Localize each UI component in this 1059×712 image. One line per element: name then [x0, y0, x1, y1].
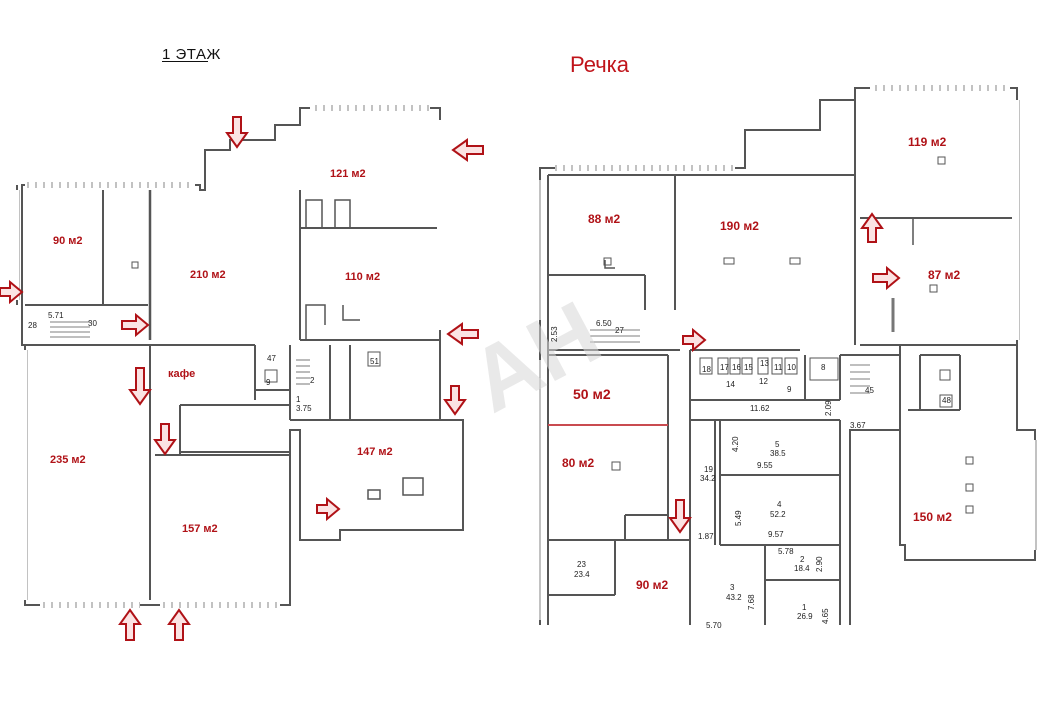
- dimension-label: 9.57: [768, 530, 784, 539]
- dimension-label: 52.2: [770, 510, 786, 519]
- dimension-label: 9.55: [757, 461, 773, 470]
- dimension-label: 13: [760, 359, 769, 368]
- arrow-up-icon: [118, 608, 142, 641]
- dimension-label: 34.2: [700, 474, 716, 483]
- arrow-down-icon: [443, 385, 467, 416]
- dimension-label: 7.68: [747, 594, 756, 610]
- arrow-down-icon: [128, 367, 152, 406]
- dimension-label: 2.09: [824, 400, 833, 416]
- dimension-label: 48: [942, 396, 951, 405]
- dimension-label: 3.75: [296, 404, 312, 413]
- dimension-label: 27: [615, 326, 624, 335]
- arrow-left-icon: [451, 138, 484, 162]
- dimension-label: 16: [732, 363, 741, 372]
- dimension-label: 18.4: [794, 564, 810, 573]
- right-room-labels: 88 м2 190 м2 119 м2 87 м2 50 м2 80 м2 90…: [562, 135, 961, 592]
- arrow-down-icon: [225, 116, 249, 149]
- room-label: 50 м2: [573, 386, 611, 402]
- dimension-label: 1: [296, 395, 301, 404]
- room-label: 90 м2: [53, 235, 83, 247]
- dimension-label: 11.62: [750, 404, 770, 413]
- right-plan-windows: [537, 85, 1038, 620]
- dimension-label: 5.49: [734, 510, 743, 526]
- left-plan-windows: [14, 105, 443, 608]
- dimension-label: 51: [370, 357, 379, 366]
- arrow-left-icon: [446, 322, 479, 346]
- room-label: 80 м2: [562, 456, 595, 470]
- room-label: 157 м2: [182, 523, 218, 535]
- dimension-label: 4.65: [821, 608, 830, 624]
- dimension-label: 23: [577, 560, 586, 569]
- dimension-label: 3: [730, 583, 735, 592]
- right-plan: [539, 87, 1036, 625]
- page-title: Речка: [570, 52, 630, 77]
- dimension-label: 38.5: [770, 449, 786, 458]
- dimension-label: 3.67: [850, 421, 866, 430]
- dimension-label: 5.70: [706, 621, 722, 630]
- room-label: 150 м2: [913, 510, 952, 524]
- floor-label-text: 1 ЭТАЖ: [162, 46, 221, 63]
- room-label: 210 м2: [190, 269, 226, 281]
- dimension-label: 9: [787, 385, 792, 394]
- dimension-label: 6.50: [596, 319, 612, 328]
- arrow-right-icon: [682, 327, 707, 353]
- arrow-right-icon: [121, 312, 150, 338]
- room-label: 88 м2: [588, 212, 621, 226]
- floor-label-underline: [162, 61, 208, 62]
- left-dimension-labels: 5.71 28 30 47 9 1 2 3.75 51: [28, 311, 379, 413]
- room-label: 121 м2: [330, 168, 366, 180]
- dimension-label: 2.90: [815, 556, 824, 572]
- dimension-label: 18: [702, 365, 711, 374]
- room-label: 110 м2: [345, 271, 380, 283]
- page-header: 1 ЭТАЖ Речка: [0, 0, 1059, 80]
- left-plan: [16, 107, 464, 606]
- dimension-label: 23.4: [574, 570, 590, 579]
- room-label: 190 м2: [720, 219, 759, 233]
- dimension-label: 45: [865, 386, 874, 395]
- floor-label: 1 ЭТАЖ: [162, 46, 221, 63]
- dimension-label: 28: [28, 321, 37, 330]
- dimension-label: 2: [310, 376, 315, 385]
- dimension-label: 5.78: [778, 547, 794, 556]
- dimension-label: 11: [774, 363, 783, 372]
- dimension-label: 19: [704, 465, 713, 474]
- dimension-label: 8: [821, 363, 826, 372]
- dimension-label: 14: [726, 380, 735, 389]
- dimension-label: 30: [88, 319, 97, 328]
- dimension-label: 4.20: [731, 436, 740, 452]
- arrow-right-icon: [872, 265, 901, 291]
- left-room-labels: 90 м2 210 м2 121 м2 110 м2 кафе 235 м2 1…: [50, 168, 393, 535]
- dimension-label: 2: [800, 555, 805, 564]
- dimension-label: 12: [759, 377, 768, 386]
- room-label: 147 м2: [357, 446, 393, 458]
- right-dimension-labels: 2.53 6.50 27 18 17 16 15 13 11 10 14 12 …: [550, 319, 951, 630]
- dimension-label: 43.2: [726, 593, 742, 602]
- dimension-label: 9: [266, 378, 271, 387]
- dimension-label: 17: [720, 363, 729, 372]
- dimension-label: 4: [777, 500, 782, 509]
- dimension-label: 5.71: [48, 311, 64, 320]
- dimension-label: 2.53: [550, 326, 559, 342]
- arrow-down-icon: [668, 499, 692, 534]
- dimension-label: 15: [744, 363, 753, 372]
- room-label: 90 м2: [636, 578, 669, 592]
- room-label: 119 м2: [908, 135, 947, 149]
- arrow-up-icon: [860, 212, 884, 243]
- arrow-up-icon: [167, 608, 191, 641]
- room-label: 235 м2: [50, 454, 86, 466]
- arrow-right-icon: [0, 279, 24, 305]
- dimension-label: 1: [802, 603, 807, 612]
- dimension-label: 1.87: [698, 532, 714, 541]
- entrance-arrows: [0, 116, 901, 641]
- arrow-down-icon: [153, 423, 177, 456]
- dimension-label: 10: [787, 363, 796, 372]
- room-label: кафе: [168, 368, 195, 380]
- arrow-right-icon: [316, 496, 341, 522]
- dimension-label: 5: [775, 440, 780, 449]
- dimension-label: 47: [267, 354, 276, 363]
- room-label: 87 м2: [928, 268, 961, 282]
- watermark: АН: [455, 283, 617, 432]
- dimension-label: 26.9: [797, 612, 813, 621]
